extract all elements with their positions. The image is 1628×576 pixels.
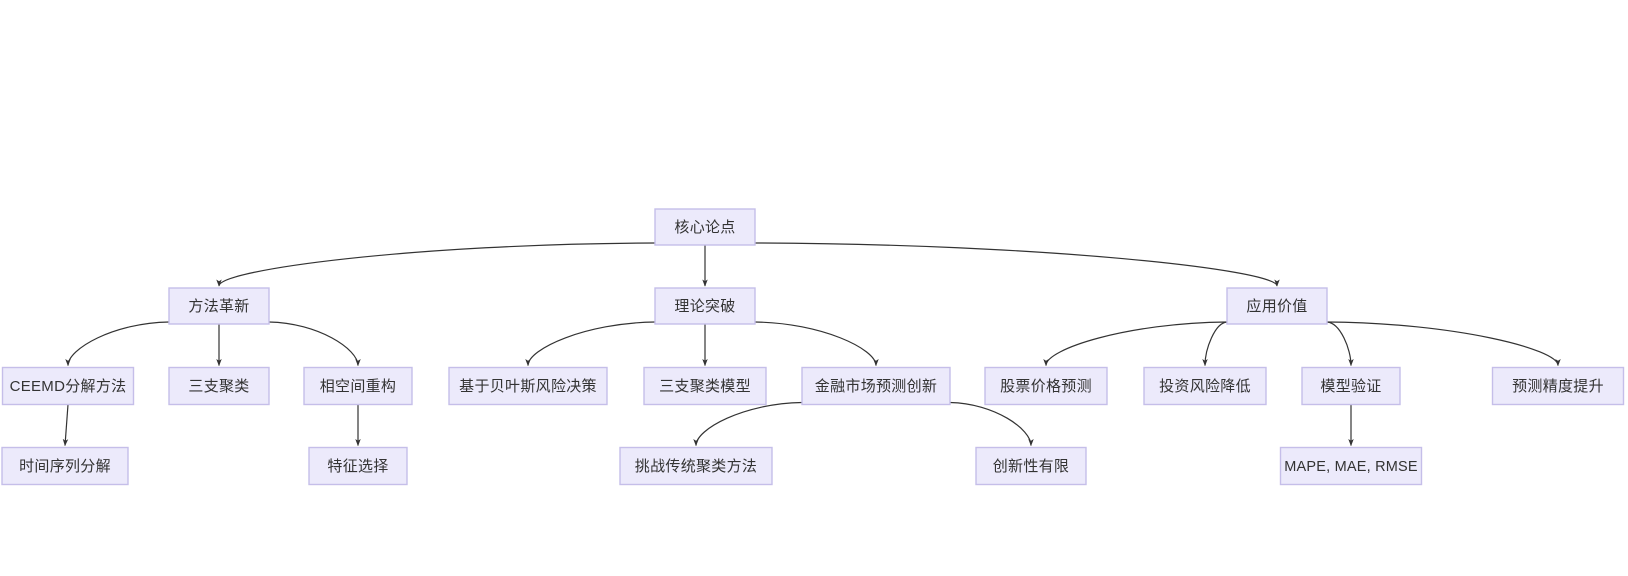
node-box-l3c[interactable] — [303, 366, 413, 406]
node-l4d[interactable]: 创新性有限 — [975, 446, 1087, 486]
node-label-l3f: 金融市场预测创新 — [815, 378, 937, 395]
edge-l2a-to-l3c — [268, 321, 361, 367]
node-l3j[interactable]: 预测精度提升 — [1491, 366, 1625, 406]
node-l3i[interactable]: 模型验证 — [1301, 366, 1401, 406]
edge-l3f-to-l4d — [949, 401, 1034, 447]
node-box-l4b[interactable] — [308, 446, 408, 486]
edge-l3a-to-l4a — [62, 404, 69, 447]
node-l2b[interactable]: 理论突破 — [654, 287, 756, 325]
node-box-l3h[interactable] — [1143, 366, 1267, 406]
edge-root-to-l2a — [216, 242, 656, 287]
node-box-l3i[interactable] — [1301, 366, 1401, 406]
node-box-l3d[interactable] — [448, 366, 608, 406]
node-root[interactable]: 核心论点 — [654, 208, 756, 246]
node-l4b[interactable]: 特征选择 — [308, 446, 408, 486]
node-l4c[interactable]: 挑战传统聚类方法 — [619, 446, 773, 486]
edge-l2a-to-l3a — [65, 321, 170, 367]
node-l3h[interactable]: 投资风险降低 — [1143, 366, 1267, 406]
node-box-l3g[interactable] — [984, 366, 1108, 406]
node-l3e[interactable]: 三支聚类模型 — [643, 366, 767, 406]
node-l2a[interactable]: 方法革新 — [168, 287, 270, 325]
node-l2c[interactable]: 应用价值 — [1226, 287, 1328, 325]
node-l4e[interactable]: MAPE, MAE, RMSE — [1279, 446, 1423, 486]
node-label-l3e: 三支聚类模型 — [659, 378, 751, 395]
node-label-l3j: 预测精度提升 — [1512, 378, 1604, 395]
node-l3g[interactable]: 股票价格预测 — [984, 366, 1108, 406]
node-label-l3h: 投资风险降低 — [1159, 378, 1251, 395]
node-l3a[interactable]: CEEMD分解方法 — [1, 366, 135, 406]
node-box-l2c[interactable] — [1226, 287, 1328, 325]
node-box-l2b[interactable] — [654, 287, 756, 325]
edge-l2c-to-l3h — [1202, 321, 1228, 367]
node-label-l3c: 相空间重构 — [320, 378, 397, 395]
edge-layer — [62, 242, 1561, 447]
edge-l2b-to-l3f — [754, 321, 879, 367]
node-box-l4d[interactable] — [975, 446, 1087, 486]
node-l3d[interactable]: 基于贝叶斯风险决策 — [448, 366, 608, 406]
node-box-l3a[interactable] — [1, 366, 135, 406]
node-label-root: 核心论点 — [674, 219, 735, 236]
edge-l2b-to-l3d — [525, 321, 656, 367]
node-box-l3e[interactable] — [643, 366, 767, 406]
node-box-l4c[interactable] — [619, 446, 773, 486]
node-label-l4b: 特征选择 — [327, 458, 388, 475]
node-label-l3b: 三支聚类 — [188, 378, 249, 395]
node-label-l4a: 时间序列分解 — [19, 458, 111, 475]
edge-root-to-l2c — [754, 242, 1280, 287]
edge-l2c-to-l3j — [1326, 321, 1561, 367]
node-box-l4a[interactable] — [1, 446, 129, 486]
node-l3c[interactable]: 相空间重构 — [303, 366, 413, 406]
node-label-l3g: 股票价格预测 — [1000, 378, 1092, 395]
node-box-l3f[interactable] — [801, 366, 951, 406]
edge-l3f-to-l4c — [693, 401, 803, 447]
node-label-l4e: MAPE, MAE, RMSE — [1284, 459, 1418, 475]
node-label-l4c: 挑战传统聚类方法 — [635, 458, 757, 475]
node-box-l3b[interactable] — [168, 366, 270, 406]
node-label-l3a: CEEMD分解方法 — [10, 378, 127, 395]
node-l4a[interactable]: 时间序列分解 — [1, 446, 129, 486]
node-l3b[interactable]: 三支聚类 — [168, 366, 270, 406]
node-box-l3j[interactable] — [1491, 366, 1625, 406]
node-label-l3i: 模型验证 — [1320, 378, 1381, 395]
node-box-l2a[interactable] — [168, 287, 270, 325]
node-label-l4d: 创新性有限 — [993, 458, 1070, 475]
node-box-root[interactable] — [654, 208, 756, 246]
node-l3f[interactable]: 金融市场预测创新 — [801, 366, 951, 406]
node-label-l3d: 基于贝叶斯风险决策 — [459, 378, 597, 395]
node-label-l2b: 理论突破 — [674, 298, 735, 315]
node-label-l2a: 方法革新 — [188, 298, 249, 315]
edge-l2c-to-l3g — [1043, 321, 1228, 367]
edge-l2c-to-l3i — [1326, 321, 1354, 367]
node-box-l4e[interactable] — [1279, 446, 1423, 486]
node-label-l2c: 应用价值 — [1246, 297, 1307, 315]
